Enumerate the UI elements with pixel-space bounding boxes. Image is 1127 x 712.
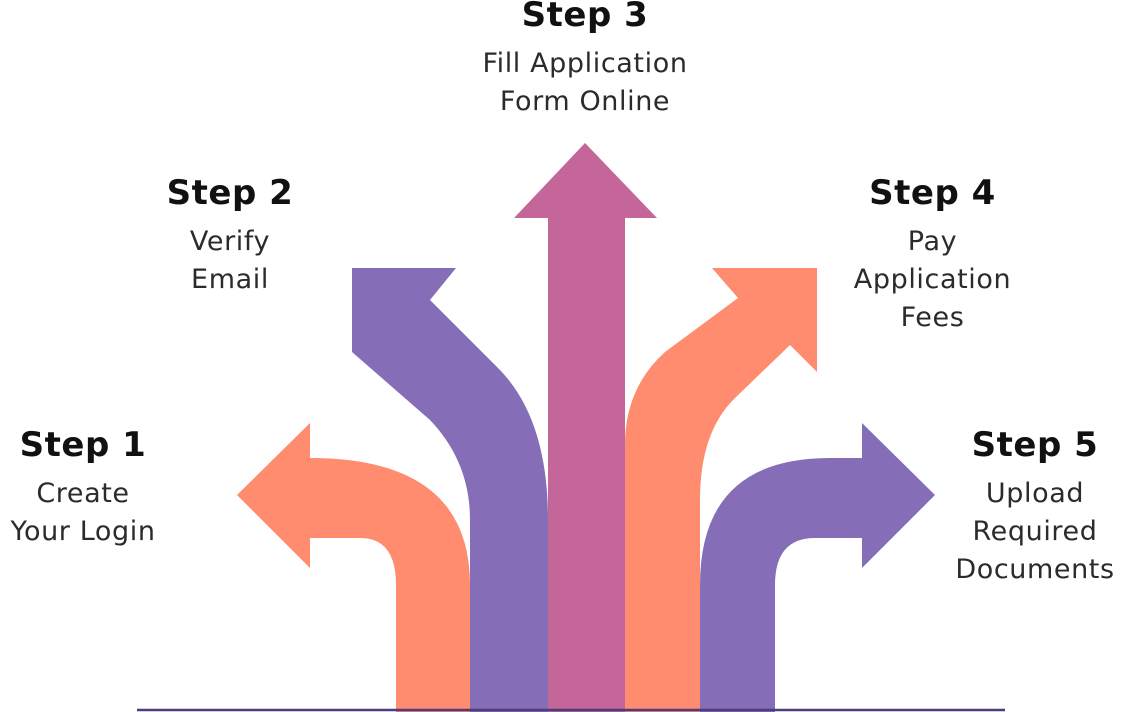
step5-block: Step 5 Upload Required Documents [940, 425, 1127, 589]
step3-line: Fill Application [482, 48, 688, 79]
step1-block: Step 1 Create Your Login [0, 425, 166, 551]
step5-description: Upload Required Documents [940, 475, 1127, 589]
step4-line: Fees [900, 302, 965, 333]
step2-line: Email [191, 264, 269, 295]
step4-title: Step 4 [869, 173, 996, 213]
step1-line: Create [36, 478, 130, 509]
step2-line: Verify [189, 226, 271, 257]
step5-arrow [700, 423, 935, 712]
step2-description: Verify Email [140, 223, 320, 299]
step3-arrow [514, 143, 657, 712]
step3-block: Step 3 Fill Application Form Online [440, 0, 730, 121]
step1-description: Create Your Login [0, 475, 166, 551]
step3-description: Fill Application Form Online [440, 45, 730, 121]
step5-line: Upload [985, 478, 1085, 509]
step1-line: Your Login [10, 516, 156, 547]
step2-block: Step 2 Verify Email [140, 173, 320, 299]
step4-block: Step 4 Pay Application Fees [830, 173, 1035, 337]
step4-line: Application [853, 264, 1012, 295]
step4-arrow [625, 268, 817, 712]
step2-title: Step 2 [166, 173, 294, 213]
step5-line: Required [972, 516, 1098, 547]
step1-title: Step 1 [19, 425, 147, 465]
step3-title: Step 3 [521, 0, 649, 35]
step1-arrow [237, 423, 470, 712]
step5-line: Documents [955, 554, 1115, 585]
step5-title: Step 5 [971, 425, 1099, 465]
step3-line: Form Online [499, 86, 671, 117]
step4-line: Pay [907, 226, 958, 257]
step2-arrow [352, 268, 548, 712]
step4-description: Pay Application Fees [830, 223, 1035, 337]
